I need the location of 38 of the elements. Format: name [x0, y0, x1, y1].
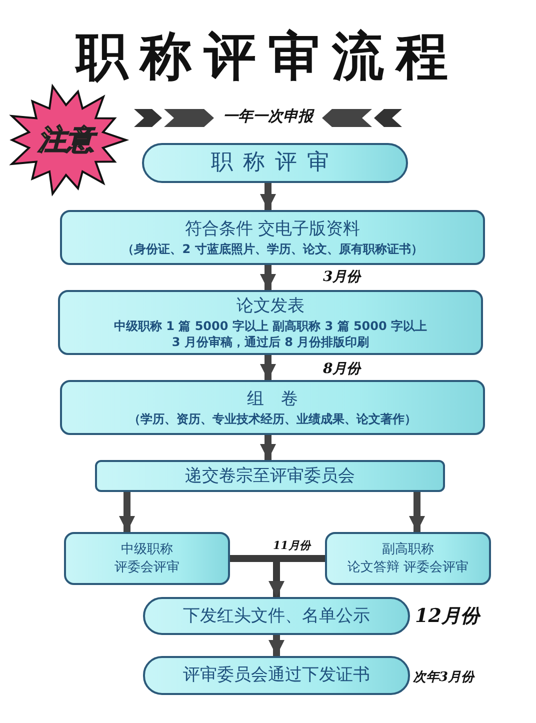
step-note: （学历、资历、专业技术经历、业绩成果、论文著作）	[128, 410, 416, 428]
rounded-pill	[142, 143, 408, 183]
process-box	[95, 460, 445, 492]
step-title: 论文发表	[236, 294, 304, 318]
step-title: 组 卷	[247, 388, 298, 411]
step-title: 评审委员会通过下发证书	[183, 664, 370, 687]
step-note: 论文答辩 评委会评审	[347, 558, 469, 576]
step-title: 递交卷宗至评审委员会	[185, 464, 355, 488]
step-note: （身份证、2 寸蓝底照片、学历、论文、原有职称证书）	[122, 240, 423, 258]
month-note: 12月份	[415, 604, 480, 629]
arrow	[260, 183, 276, 210]
arrow	[260, 435, 276, 460]
rounded-pill	[143, 597, 410, 635]
edge-label: 8月份	[322, 360, 362, 378]
subtitle: 一年一次申报	[222, 107, 316, 126]
process-box	[64, 532, 230, 585]
arrow	[260, 265, 276, 290]
arrow	[260, 355, 276, 380]
arrow	[268, 635, 284, 656]
title: 职称评审流程	[74, 26, 461, 89]
step-note: 3 月份审稿，通过后 8 月份排版印刷	[172, 334, 370, 350]
step-title: 副高职称	[382, 540, 434, 558]
edge-label: 11月份	[272, 538, 312, 553]
step-title: 职称评审	[211, 149, 339, 178]
rounded-pill	[143, 656, 410, 695]
process-box	[60, 210, 485, 265]
step-title: 符合条件 交电子版资料	[184, 218, 360, 241]
step-title: 下发红头文件、名单公示	[183, 604, 370, 628]
step-title: 中级职称	[121, 540, 173, 558]
process-box	[325, 532, 491, 585]
arrow	[119, 492, 135, 532]
edge-label: 3月份	[322, 268, 362, 286]
month-note: 次年3月份	[413, 669, 474, 686]
process-box	[58, 290, 483, 355]
step-note: 评委会评审	[114, 558, 180, 576]
step-note: 中级职称 1 篇 5000 字以上 副高职称 3 篇 5000 字以上	[114, 318, 428, 334]
arrow	[409, 492, 425, 532]
process-box	[60, 380, 485, 435]
